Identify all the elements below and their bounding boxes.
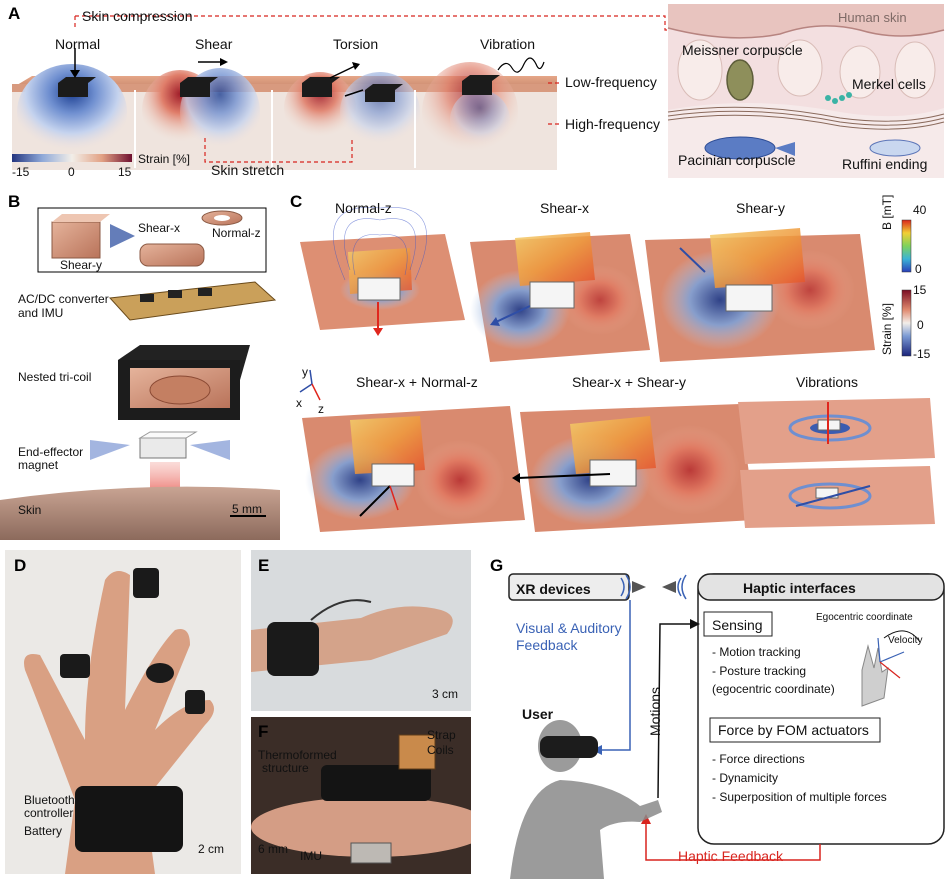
c-title-shear-x: Shear-x <box>540 200 590 216</box>
c-title-shear-x-normal-z: Shear-x + Normal-z <box>356 374 478 390</box>
c-strain-tick-min: -15 <box>913 347 931 361</box>
g-force-item-0: - Force directions <box>712 752 805 766</box>
mode-shear: Shear <box>195 36 233 52</box>
f-coils: Coils <box>427 743 454 757</box>
c-strain-tick-max: 15 <box>913 283 927 297</box>
low-frequency-label: Low-frequency <box>565 74 657 90</box>
d-battery: Battery <box>24 824 63 838</box>
panel-g-graphic <box>508 573 945 879</box>
g-force-item-2: - Superposition of multiple forces <box>712 790 887 804</box>
g-force-item-1: - Dynamicity <box>712 771 779 785</box>
photo-hand-glove <box>5 550 241 874</box>
panel-b-graphic <box>0 207 280 540</box>
mode-torsion: Torsion <box>333 36 379 52</box>
strain-tick-max: 15 <box>118 165 132 179</box>
g-velocity: Velocity <box>888 635 923 646</box>
c-b-tick-max: 40 <box>913 203 927 217</box>
d-bluetooth-l1: Bluetooth <box>24 793 75 807</box>
panel-label-g: G <box>490 556 504 575</box>
c-b-tick-min: 0 <box>915 262 922 276</box>
c-strain-label: Strain [%] <box>880 302 894 355</box>
human-skin-label: Human skin <box>838 10 907 25</box>
c-title-shear-x-shear-y: Shear-x + Shear-y <box>572 374 686 390</box>
panel-label-a: A <box>8 4 21 23</box>
merkel-label: Merkel cells <box>852 76 926 92</box>
panel-c-graphic <box>299 206 935 532</box>
g-sensing: Sensing <box>712 617 763 633</box>
b-shear-y: Shear-y <box>60 258 103 272</box>
f-imu: IMU <box>300 849 322 863</box>
panel-a-graphic <box>12 4 945 178</box>
b-converter-l1: AC/DC converter <box>18 292 109 306</box>
strain-tick-zero: 0 <box>68 165 75 179</box>
c-axis-x: x <box>296 396 302 410</box>
skin-stretch-label: Skin stretch <box>211 162 285 178</box>
g-motions: Motions <box>647 686 663 736</box>
g-egocentric: Egocentric coordinate <box>816 612 913 623</box>
c-strain-tick-zero: 0 <box>917 318 924 332</box>
panel-label-b: B <box>8 192 21 211</box>
c-b-label: B [mT] <box>880 194 894 230</box>
g-user: User <box>522 706 554 722</box>
strain-label-a: Strain [%] <box>138 152 191 166</box>
g-sensing-item-2: (egocentric coordinate) <box>712 682 835 696</box>
panel-label-e: E <box>258 556 270 575</box>
f-thermo-l2: structure <box>262 761 309 775</box>
b-normal-z: Normal-z <box>212 226 261 240</box>
b-skin: Skin <box>18 503 42 517</box>
g-visual-l1: Visual & Auditory <box>516 620 622 636</box>
g-xr-devices: XR devices <box>516 581 591 597</box>
b-converter-l2: and IMU <box>18 306 64 320</box>
panel-label-c: C <box>290 192 303 211</box>
b-magnet-l1: End-effector <box>18 445 84 459</box>
c-title-shear-y: Shear-y <box>736 200 786 216</box>
photo-wrist <box>251 550 471 711</box>
g-visual-l2: Feedback <box>516 637 578 653</box>
photo-finger-device <box>251 717 471 874</box>
mode-vibration: Vibration <box>480 36 536 52</box>
mode-normal: Normal <box>55 36 101 52</box>
panel-label-f: F <box>258 722 269 741</box>
g-force-title: Force by FOM actuators <box>718 722 869 738</box>
ruffini-label: Ruffini ending <box>842 156 928 172</box>
b-magnet-l2: magnet <box>18 458 59 472</box>
g-haptic-interfaces: Haptic interfaces <box>743 580 856 596</box>
skin-compression-label: Skin compression <box>82 8 193 24</box>
d-scale: 2 cm <box>198 842 225 856</box>
b-tricoil: Nested tri-coil <box>18 370 92 384</box>
high-frequency-label: High-frequency <box>565 116 660 132</box>
pacinian-label: Pacinian corpuscle <box>678 152 796 168</box>
c-title-normal-z: Normal-z <box>335 200 392 216</box>
f-thermo-l1: Thermoformed <box>258 748 337 762</box>
c-axis-z: z <box>318 402 324 416</box>
e-scale: 3 cm <box>432 687 459 701</box>
g-sensing-item-0: - Motion tracking <box>712 645 801 659</box>
b-scale: 5 mm <box>232 502 262 516</box>
g-haptic-feedback: Haptic Feedback <box>678 848 784 864</box>
c-axis-y: y <box>302 365 308 379</box>
g-sensing-item-1: - Posture tracking <box>712 664 807 678</box>
f-strap: Strap <box>427 728 456 742</box>
strain-tick-min: -15 <box>12 165 30 179</box>
d-bluetooth-l2: controller <box>24 806 74 820</box>
f-scale: 6 mm <box>258 842 288 856</box>
panel-label-d: D <box>14 556 27 575</box>
c-title-vibrations: Vibrations <box>796 374 859 390</box>
b-shear-x: Shear-x <box>138 221 181 235</box>
meissner-label: Meissner corpuscle <box>682 42 803 58</box>
